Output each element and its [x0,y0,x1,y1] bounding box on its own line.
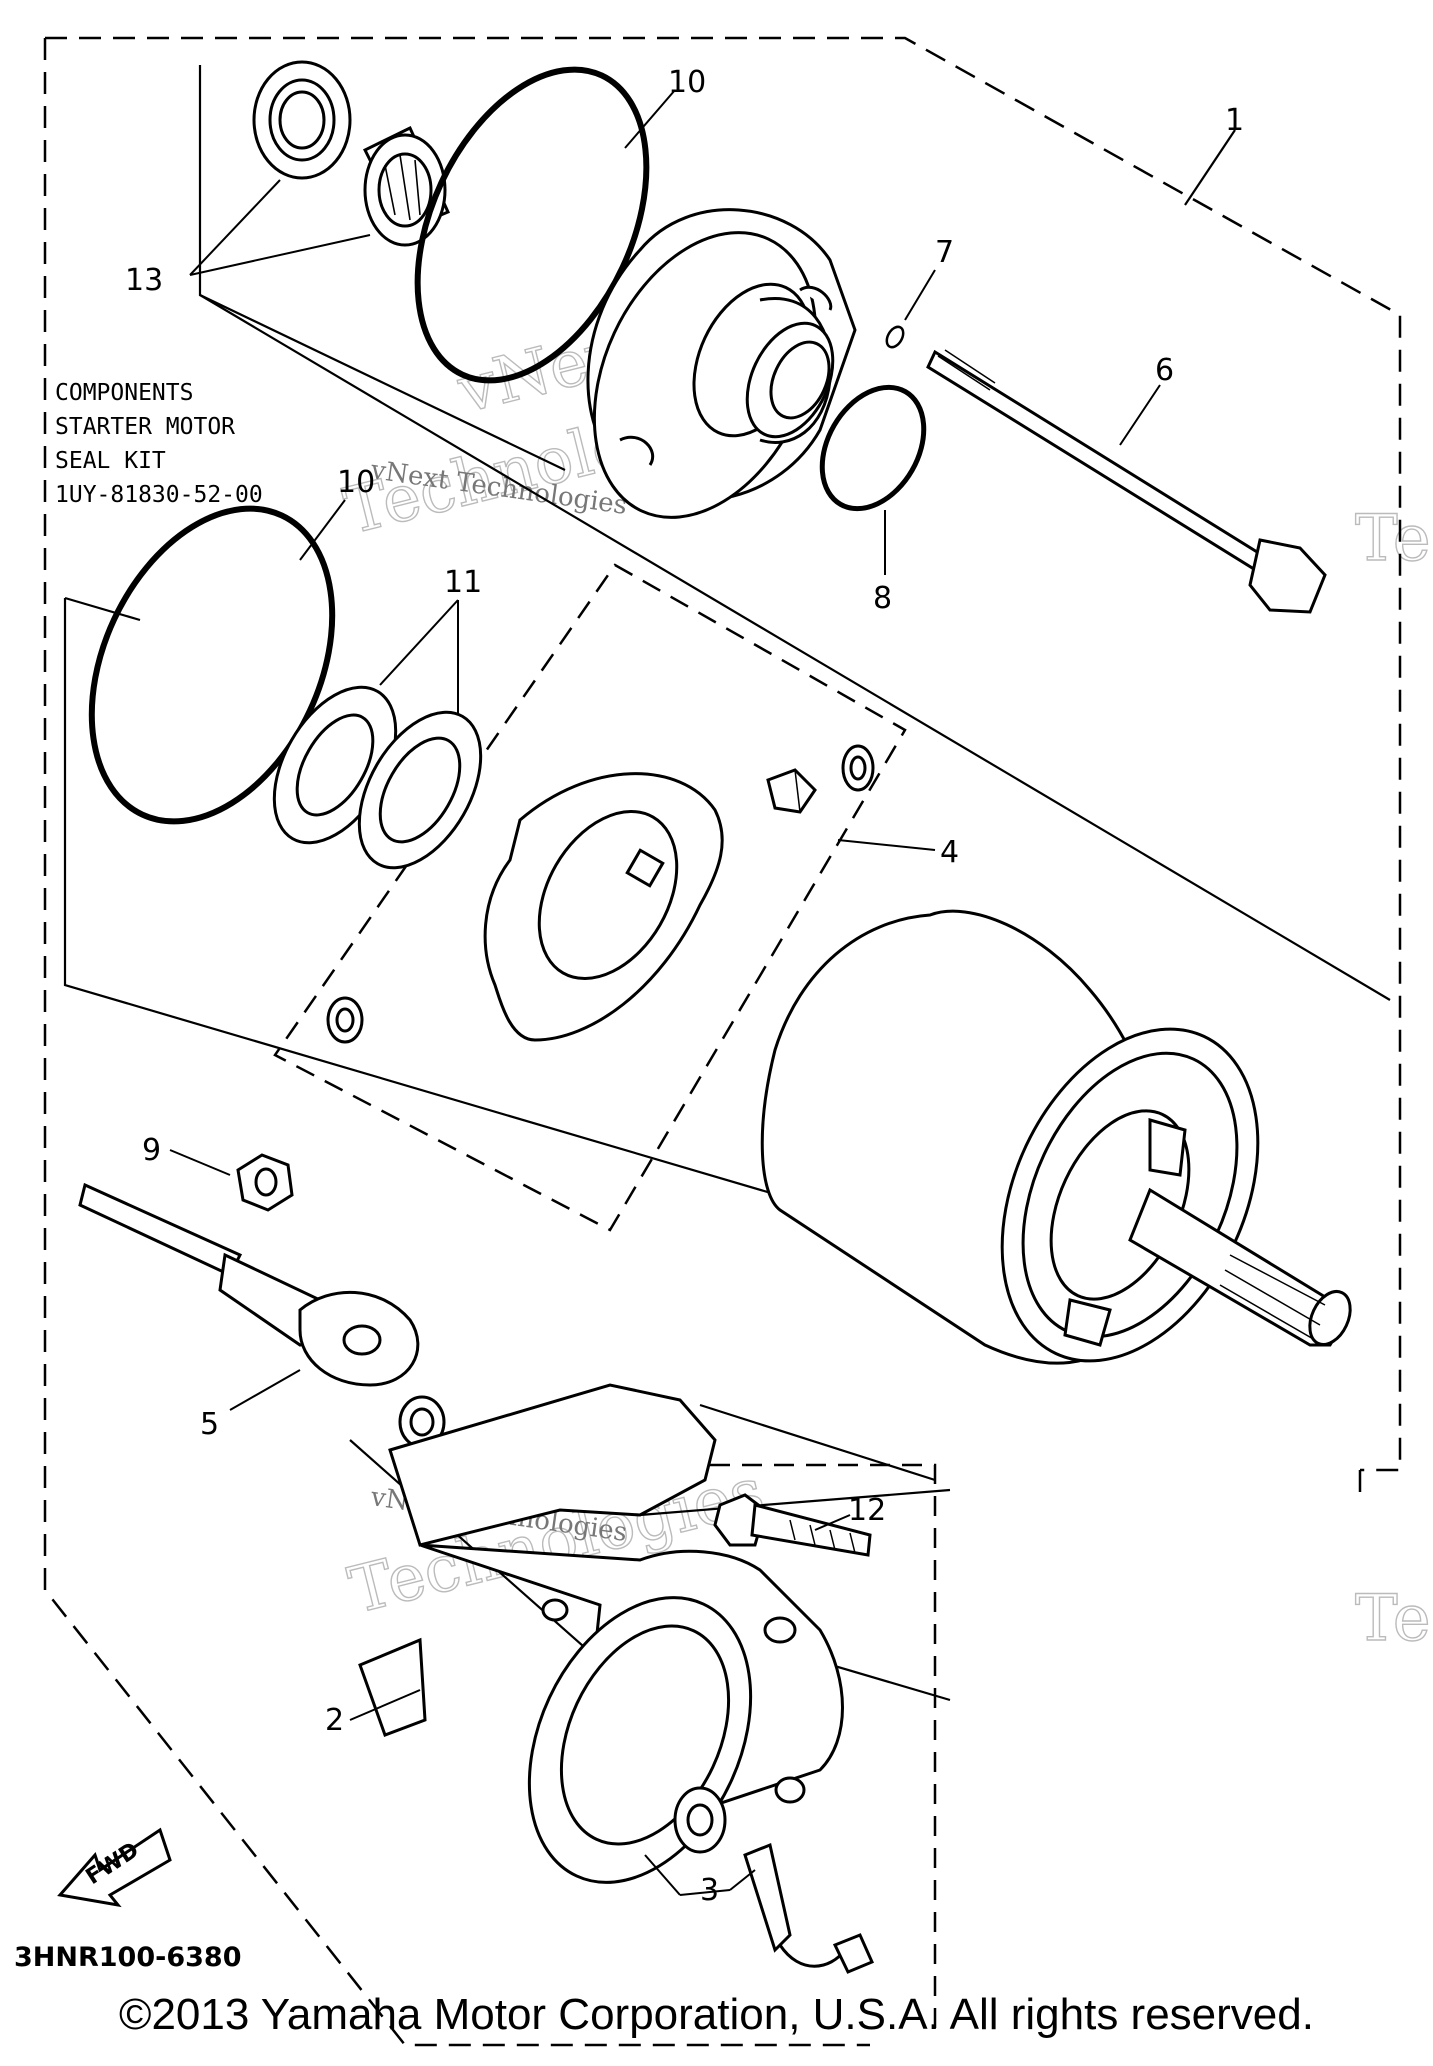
watermark-edge: Technologies [1355,502,1433,576]
nut [236,1153,294,1212]
starter-cable [78,1182,420,1387]
armature-shaft [1128,1187,1352,1347]
leader-line [379,599,459,715]
leader-line [299,499,346,561]
kit-note-line1: COMPONENTS [55,380,193,406]
callout-10-top: 10 [668,65,706,100]
brush-holder-boundary [273,563,907,1232]
callout-12: 12 [848,1493,886,1528]
leader-line [169,1149,231,1176]
brush-spring [326,744,875,1044]
leader-line [229,1369,301,1411]
leader-line [1119,384,1161,446]
assembly-boundary [43,36,1402,2047]
diagram-code: 3HNR100-6380 [14,1942,241,1973]
leader-line [644,1854,756,1896]
callout-6: 6 [1155,353,1174,388]
leader-line [1184,129,1236,206]
copyright-notice: ©2013 Yamaha Motor Corporation, U.S.A. A… [119,1990,1314,2039]
rear-cover [358,1383,844,1884]
callout-5: 5 [200,1407,219,1442]
oil-seal [252,60,352,180]
leader-line [837,839,936,851]
kit-note: COMPONENTS STARTER MOTOR SEAL KIT 1UY-81… [55,380,263,508]
watermark-edge: Technologies [1355,1582,1433,1656]
callout-13: 13 [125,263,163,298]
needle-bearing [362,125,451,247]
front-bracket [586,208,857,519]
o-ring [819,384,927,512]
leader-line [814,1514,851,1531]
end-cover-boundary [710,1463,937,2040]
brush [766,768,817,814]
brush-holder-plate [483,772,724,1042]
leader-line [189,179,371,276]
callout-7: 7 [935,235,954,270]
leader-line [904,269,936,321]
callout-10-left: 10 [337,465,375,500]
callout-8: 8 [873,581,892,616]
callout-3: 3 [700,1873,719,1908]
washers [272,685,483,870]
kit-note-line3: SEAL KIT [55,448,166,474]
through-bolt [926,349,1327,614]
o-ring [88,505,336,825]
screw [713,1493,872,1557]
motor-yoke [760,909,1260,1365]
small-o-ring [885,325,905,349]
callout-4: 4 [940,835,959,870]
callout-1: 1 [1225,103,1244,138]
callout-11: 11 [444,565,482,600]
brush-lead [743,1842,874,1974]
callout-9: 9 [142,1133,161,1168]
callout-2: 2 [325,1703,344,1738]
leader-line [624,89,676,149]
leader-line [349,1689,421,1721]
o-ring [414,66,650,384]
kit-note-line2: STARTER MOTOR [55,414,235,440]
kit-note-line4: 1UY-81830-52-00 [55,482,263,508]
fwd-arrow-icon: FWD [57,1827,172,1908]
